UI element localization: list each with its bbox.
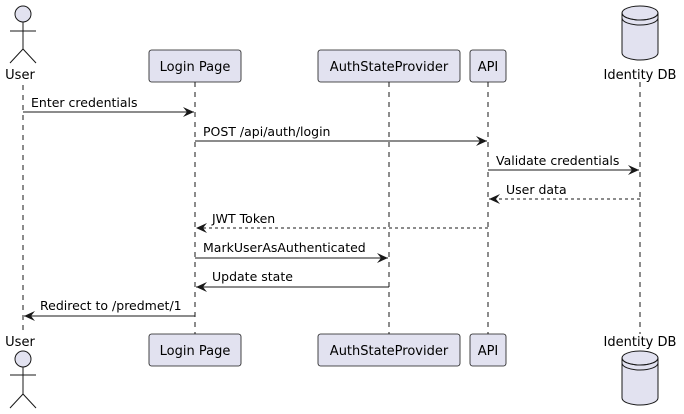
message-label-7: Update state bbox=[212, 269, 293, 284]
actor-head-icon bbox=[14, 350, 32, 368]
participant-label-user-bottom: User bbox=[5, 335, 35, 350]
lifelines bbox=[22, 82, 641, 334]
messages: Enter credentials POST /api/auth/login V… bbox=[23, 95, 640, 321]
participant-label-user: User bbox=[5, 68, 35, 83]
participant-label-login-page: Login Page bbox=[160, 60, 231, 75]
actor-user-bottom bbox=[9, 350, 37, 409]
message-label-6: MarkUserAsAuthenticated bbox=[203, 240, 366, 255]
participant-label-identity-db-bottom: Identity DB bbox=[604, 335, 677, 350]
actor-user-top bbox=[9, 5, 37, 64]
message-label-3: Validate credentials bbox=[496, 153, 619, 168]
participant-box-login-page bbox=[148, 49, 242, 83]
actor-head-icon bbox=[14, 5, 32, 23]
participant-label-auth-state-provider: AuthStateProvider bbox=[330, 60, 449, 75]
participant-box-api-bottom bbox=[469, 333, 507, 367]
participant-label-api-bottom: API bbox=[478, 344, 499, 359]
participant-label-api: API bbox=[478, 60, 499, 75]
message-label-4: User data bbox=[506, 182, 567, 197]
message-label-5: JWT Token bbox=[211, 211, 275, 226]
participant-box-auth-state-provider-bottom bbox=[317, 333, 461, 367]
participant-label-login-page-bottom: Login Page bbox=[160, 344, 231, 359]
participant-box-login-page-bottom bbox=[148, 333, 242, 367]
participant-label-identity-db: Identity DB bbox=[604, 68, 677, 83]
participant-box-auth-state-provider bbox=[317, 49, 461, 83]
participant-box-api bbox=[469, 49, 507, 83]
message-label-1: Enter credentials bbox=[31, 95, 138, 110]
participants-top: User Login Page AuthStateProvider API Id… bbox=[5, 5, 677, 83]
message-label-8: Redirect to /predmet/1 bbox=[40, 298, 182, 313]
database-icon bbox=[621, 5, 659, 61]
message-label-2: POST /api/auth/login bbox=[203, 124, 330, 139]
participant-label-auth-state-provider-bottom: AuthStateProvider bbox=[330, 344, 449, 359]
database-icon bbox=[621, 350, 659, 406]
participants-bottom: User Login Page AuthStateProvider API Id… bbox=[5, 333, 677, 409]
